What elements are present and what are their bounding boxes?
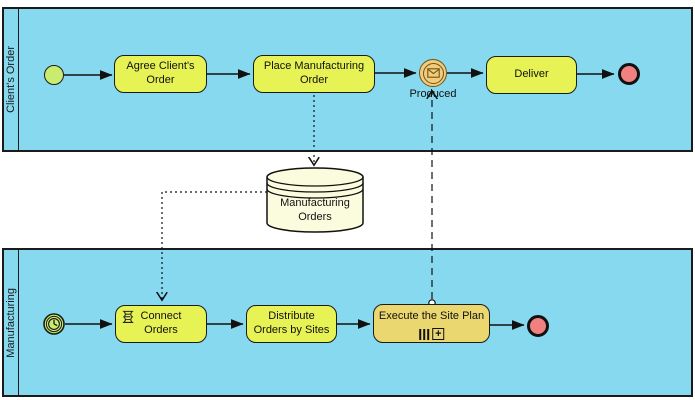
timer-start-event[interactable] xyxy=(43,313,65,335)
script-icon xyxy=(122,310,134,323)
event-inner-ring xyxy=(422,62,444,84)
lane-label-clients-order: Client's Order xyxy=(4,9,19,150)
lane-label-manufacturing: Manufacturing xyxy=(4,250,19,395)
envelope-icon xyxy=(426,68,440,78)
task-markers: + xyxy=(418,328,445,340)
multi-instance-icon xyxy=(422,328,426,340)
task-deliver[interactable]: Deliver xyxy=(486,56,577,94)
task-place-manufacturing-order[interactable]: Place Manufacturing Order xyxy=(253,55,375,93)
data-association-store-to-connect[interactable] xyxy=(162,191,267,300)
start-event-clients-order[interactable] xyxy=(44,65,64,85)
subprocess-expand-icon[interactable]: + xyxy=(432,328,445,340)
task-distribute-orders-by-sites[interactable]: Distribute Orders by Sites xyxy=(246,305,337,343)
task-connect-orders[interactable]: Connect Orders xyxy=(115,305,207,343)
task-agree-clients-order[interactable]: Agree Client's Order xyxy=(114,55,207,93)
task-label: Connect Orders xyxy=(140,310,182,336)
task-label: Execute the Site Plan xyxy=(378,310,485,323)
task-label: Distribute Orders by Sites xyxy=(253,310,330,336)
timer-clock-icon xyxy=(48,318,60,330)
multi-instance-icon xyxy=(418,328,422,340)
multi-instance-icon xyxy=(427,328,430,340)
intermediate-message-event-produced[interactable] xyxy=(419,59,447,87)
task-label: Agree Client's Order xyxy=(126,60,195,86)
task-execute-site-plan-subprocess[interactable]: Execute the Site Plan + xyxy=(373,304,490,343)
end-event-clients-order[interactable] xyxy=(618,63,640,85)
event-label-produced: Produced xyxy=(409,88,457,100)
data-store-label: Manufacturing Orders xyxy=(280,197,350,223)
task-label: Place Manufacturing Order xyxy=(263,60,365,86)
end-event-manufacturing[interactable] xyxy=(527,315,549,337)
data-store-manufacturing-orders[interactable] xyxy=(266,167,364,233)
task-label: Deliver xyxy=(514,68,549,81)
